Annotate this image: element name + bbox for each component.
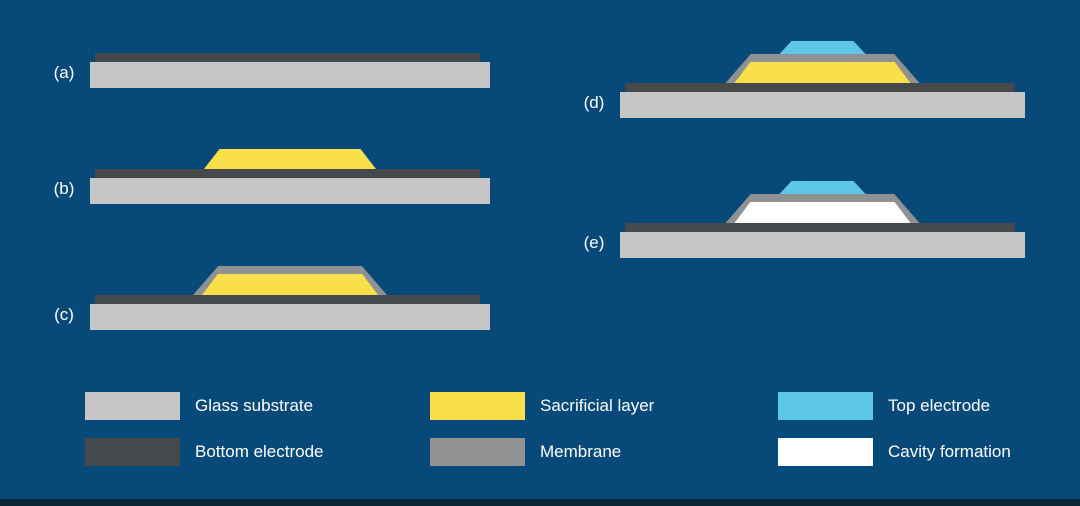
top-electrode-layer — [779, 181, 866, 194]
legend-item-glass-substrate: Glass substrate — [85, 392, 313, 420]
legend-label: Glass substrate — [195, 396, 314, 415]
panel-c-label: (c) — [54, 305, 74, 324]
panel-a-label: (a) — [53, 63, 75, 82]
glass-substrate-layer — [90, 178, 490, 204]
legend-item-top-electrode: Top electrode — [778, 392, 990, 420]
panel-e: (e) — [584, 178, 1025, 258]
legend-item-bottom-electrode: Bottom electrode — [85, 438, 324, 466]
panel-c: (c) — [54, 250, 490, 330]
cavity-layer — [734, 202, 911, 223]
sacrificial-layer — [734, 62, 911, 83]
panel-b-label: (b) — [53, 179, 75, 198]
legend-label: Sacrificial layer — [540, 396, 655, 415]
legend-item-sacrificial-layer: Sacrificial layer — [430, 392, 654, 420]
bottom-strip — [0, 499, 1080, 506]
bottom-electrode-layer — [625, 83, 1015, 92]
glass-substrate-layer — [90, 62, 490, 88]
legend-item-cavity-formation: Cavity formation — [778, 438, 1011, 466]
sacrificial-layer-swatch — [430, 392, 525, 420]
legend-item-membrane: Membrane — [430, 438, 621, 466]
legend-label: Top electrode — [888, 396, 991, 415]
panel-d: (d) — [584, 38, 1025, 118]
panel-d-label: (d) — [583, 93, 605, 112]
top-electrode-layer — [779, 41, 866, 54]
top-electrode-swatch — [778, 392, 873, 420]
sacrificial-layer — [204, 149, 376, 169]
glass-substrate-layer — [620, 92, 1025, 118]
cavity-formation-swatch — [778, 438, 873, 466]
glass-substrate-layer — [90, 304, 490, 330]
bottom-electrode-layer — [625, 223, 1015, 232]
legend-label: Cavity formation — [888, 442, 1011, 461]
glass-substrate-swatch — [85, 392, 180, 420]
bottom-electrode-layer — [95, 295, 480, 304]
membrane-swatch — [430, 438, 525, 466]
panel-e-label: (e) — [583, 233, 605, 252]
sacrificial-layer — [202, 274, 378, 295]
bottom-electrode-swatch — [85, 438, 180, 466]
bottom-electrode-layer — [95, 169, 480, 178]
panel-b: (b) — [54, 124, 490, 204]
glass-substrate-layer — [620, 232, 1025, 258]
panel-a: (a) — [54, 8, 490, 88]
legend-label: Bottom electrode — [195, 442, 324, 461]
legend-label: Membrane — [540, 442, 622, 461]
bottom-electrode-layer — [95, 53, 480, 62]
